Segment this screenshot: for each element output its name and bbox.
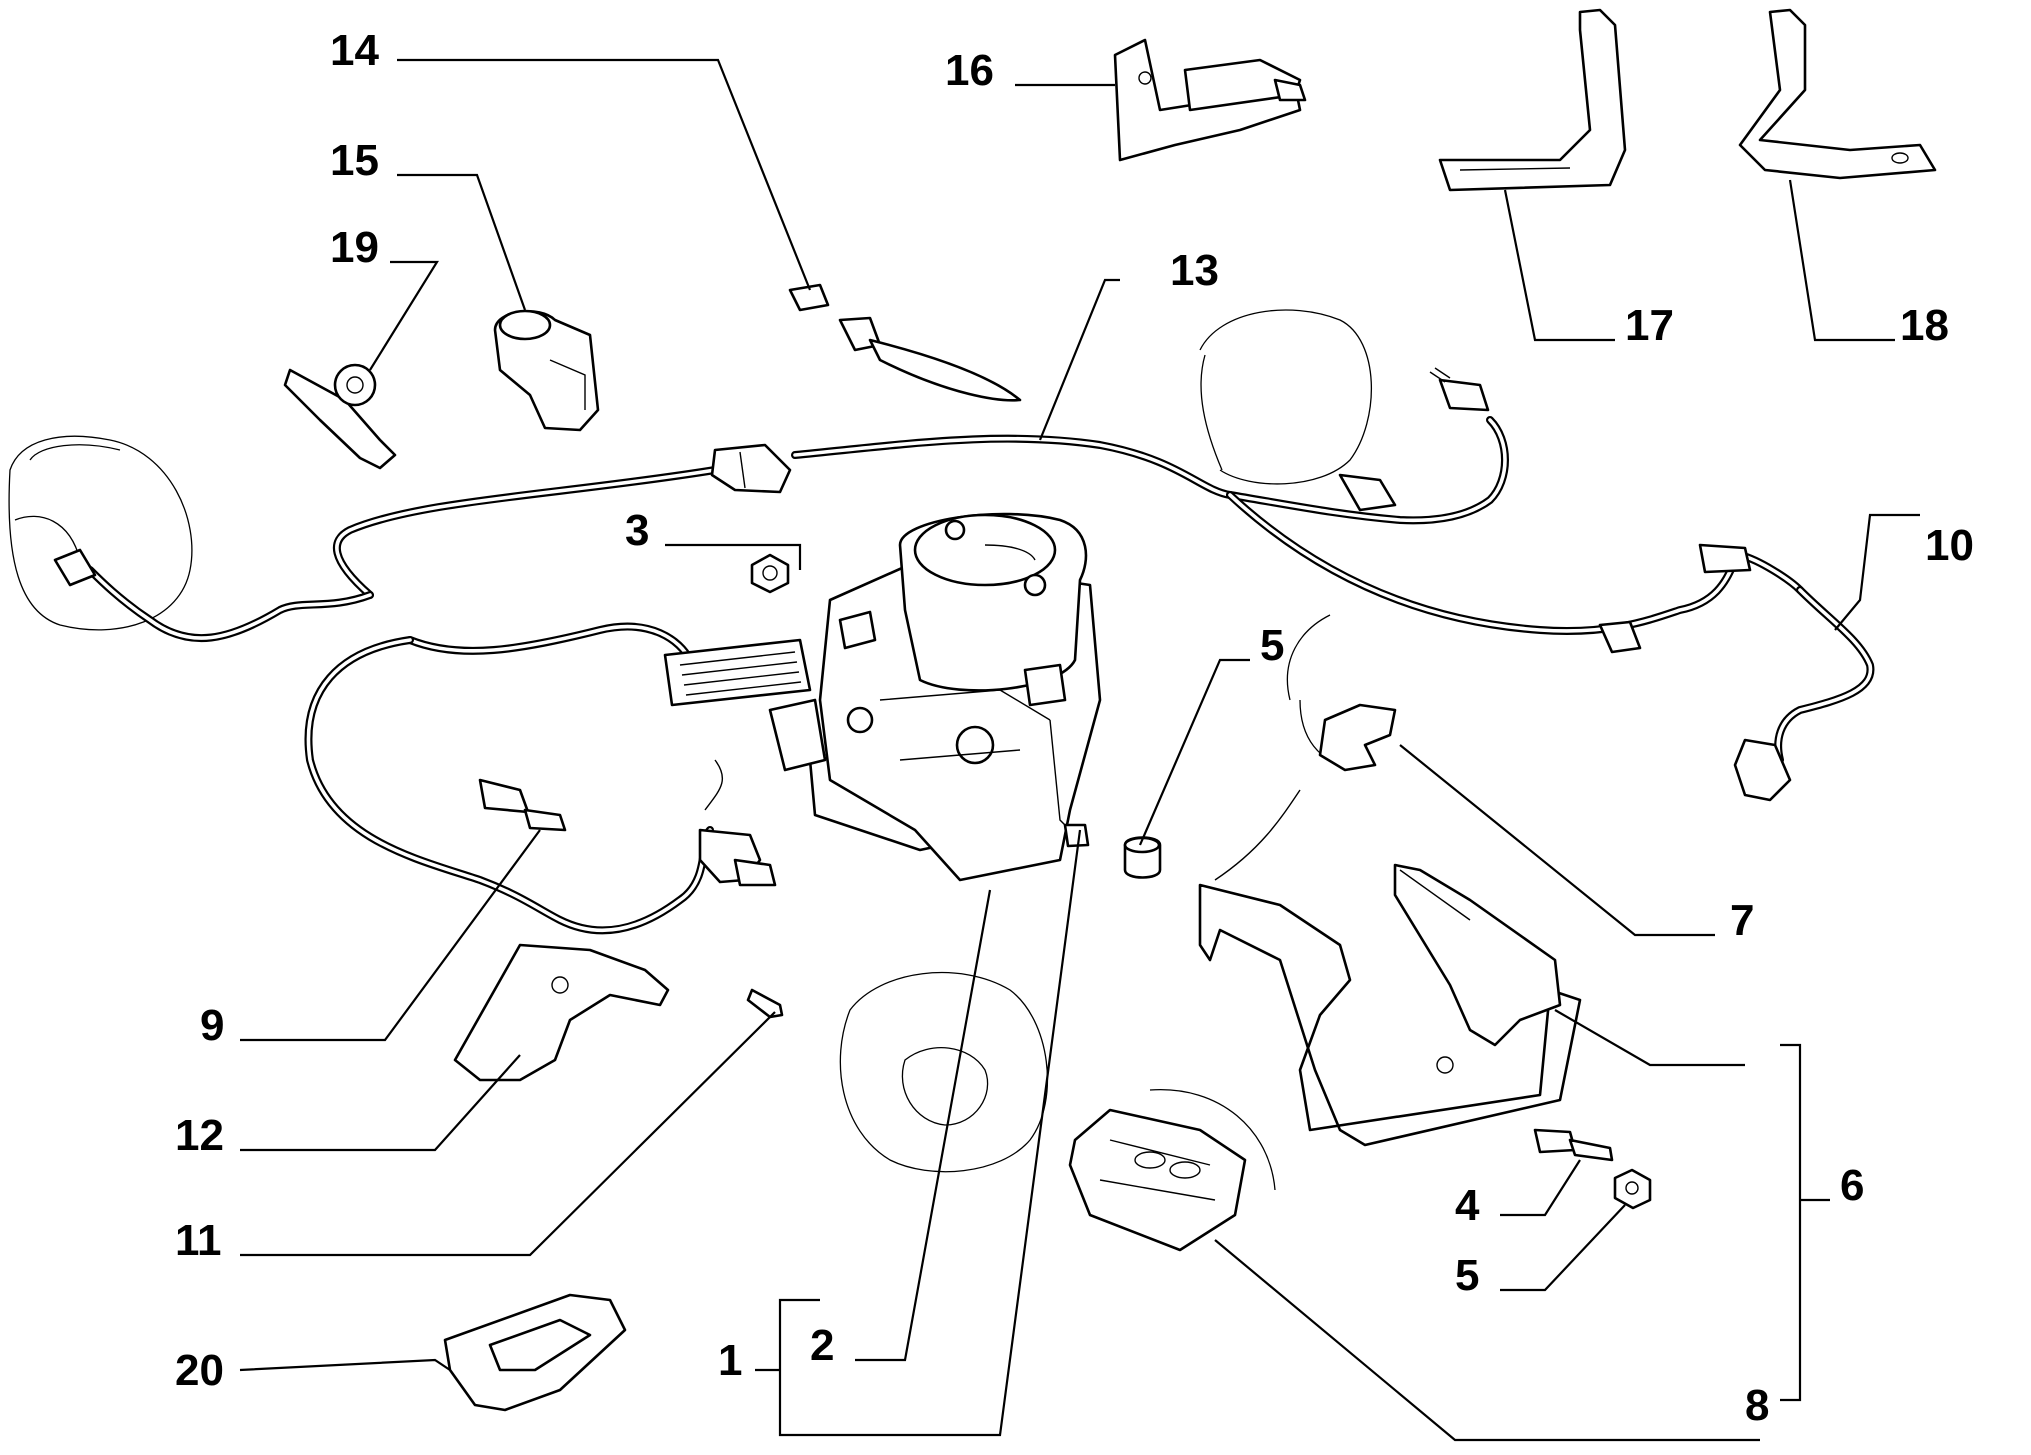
callout-5-upper: 5 — [1260, 621, 1284, 670]
front-left-wheel-speed-sensor-9 — [478, 778, 567, 832]
front-left-brake-disc-ghost — [8, 435, 193, 631]
bracket-17 — [1438, 8, 1627, 192]
abs-wiring-harness — [86, 416, 1875, 935]
callout-9: 9 — [200, 1001, 224, 1050]
harness-inline-connector-rear — [1338, 473, 1752, 654]
callout-8: 8 — [1745, 1381, 1769, 1430]
callout-1: 1 — [718, 1336, 742, 1385]
mounting-tray-6 — [1198, 789, 1582, 1147]
callout-20: 20 — [175, 1346, 224, 1395]
front-right-wheel-speed-sensor — [698, 759, 777, 887]
connector-20 — [443, 1293, 627, 1412]
callout-2: 2 — [810, 1321, 834, 1370]
nut-3 — [750, 553, 790, 594]
callout-19: 19 — [330, 223, 379, 272]
callout-11: 11 — [175, 1216, 222, 1265]
nut-5-lower — [1613, 1168, 1652, 1210]
callout-10: 10 — [1925, 521, 1974, 570]
rear-left-brake-disc-ghost — [839, 972, 1276, 1191]
abs-hydraulic-control-unit — [768, 512, 1102, 882]
callout-13: 13 — [1170, 246, 1219, 295]
rear-right-wheel-speed-sensor-10 — [1733, 738, 1792, 802]
leader-lines — [239, 58, 1920, 1442]
callout-14: 14 — [330, 26, 379, 75]
rear-right-brake-drum-ghost — [1199, 309, 1372, 485]
ecu-holder-8 — [1068, 1108, 1247, 1252]
callout-4: 4 — [1455, 1181, 1480, 1230]
sensor-bracket-12 — [453, 943, 670, 1082]
sensor-bracket-15 — [493, 309, 600, 432]
front-left-sensor-plug — [53, 548, 97, 587]
screw-11 — [746, 988, 784, 1019]
rear-right-sensor-plug — [1429, 367, 1490, 412]
sensor-cable-14 — [788, 283, 1022, 402]
callout-15: 15 — [330, 136, 379, 185]
callout-3: 3 — [625, 506, 649, 555]
screw-4 — [1533, 1128, 1614, 1162]
bushing-5-upper — [1123, 836, 1162, 879]
wheel-speed-sensor-19 — [283, 363, 397, 470]
callout-18: 18 — [1900, 301, 1949, 350]
callout-12: 12 — [175, 1111, 224, 1160]
harness-connector-13 — [710, 443, 792, 494]
callout-16: 16 — [945, 46, 994, 95]
callout-7: 7 — [1730, 896, 1754, 945]
ecu-multi-pin-connector — [663, 638, 812, 707]
callout-labels: 14 15 19 16 13 17 18 3 5 10 7 6 4 5 8 9 … — [175, 26, 1974, 1430]
support-bracket-7 — [1318, 703, 1397, 772]
callout-5-lower: 5 — [1455, 1251, 1479, 1300]
bracket-18 — [1738, 8, 1937, 180]
callout-17: 17 — [1625, 301, 1674, 350]
callout-6: 6 — [1840, 1161, 1864, 1210]
bracket-16 — [1113, 38, 1307, 162]
